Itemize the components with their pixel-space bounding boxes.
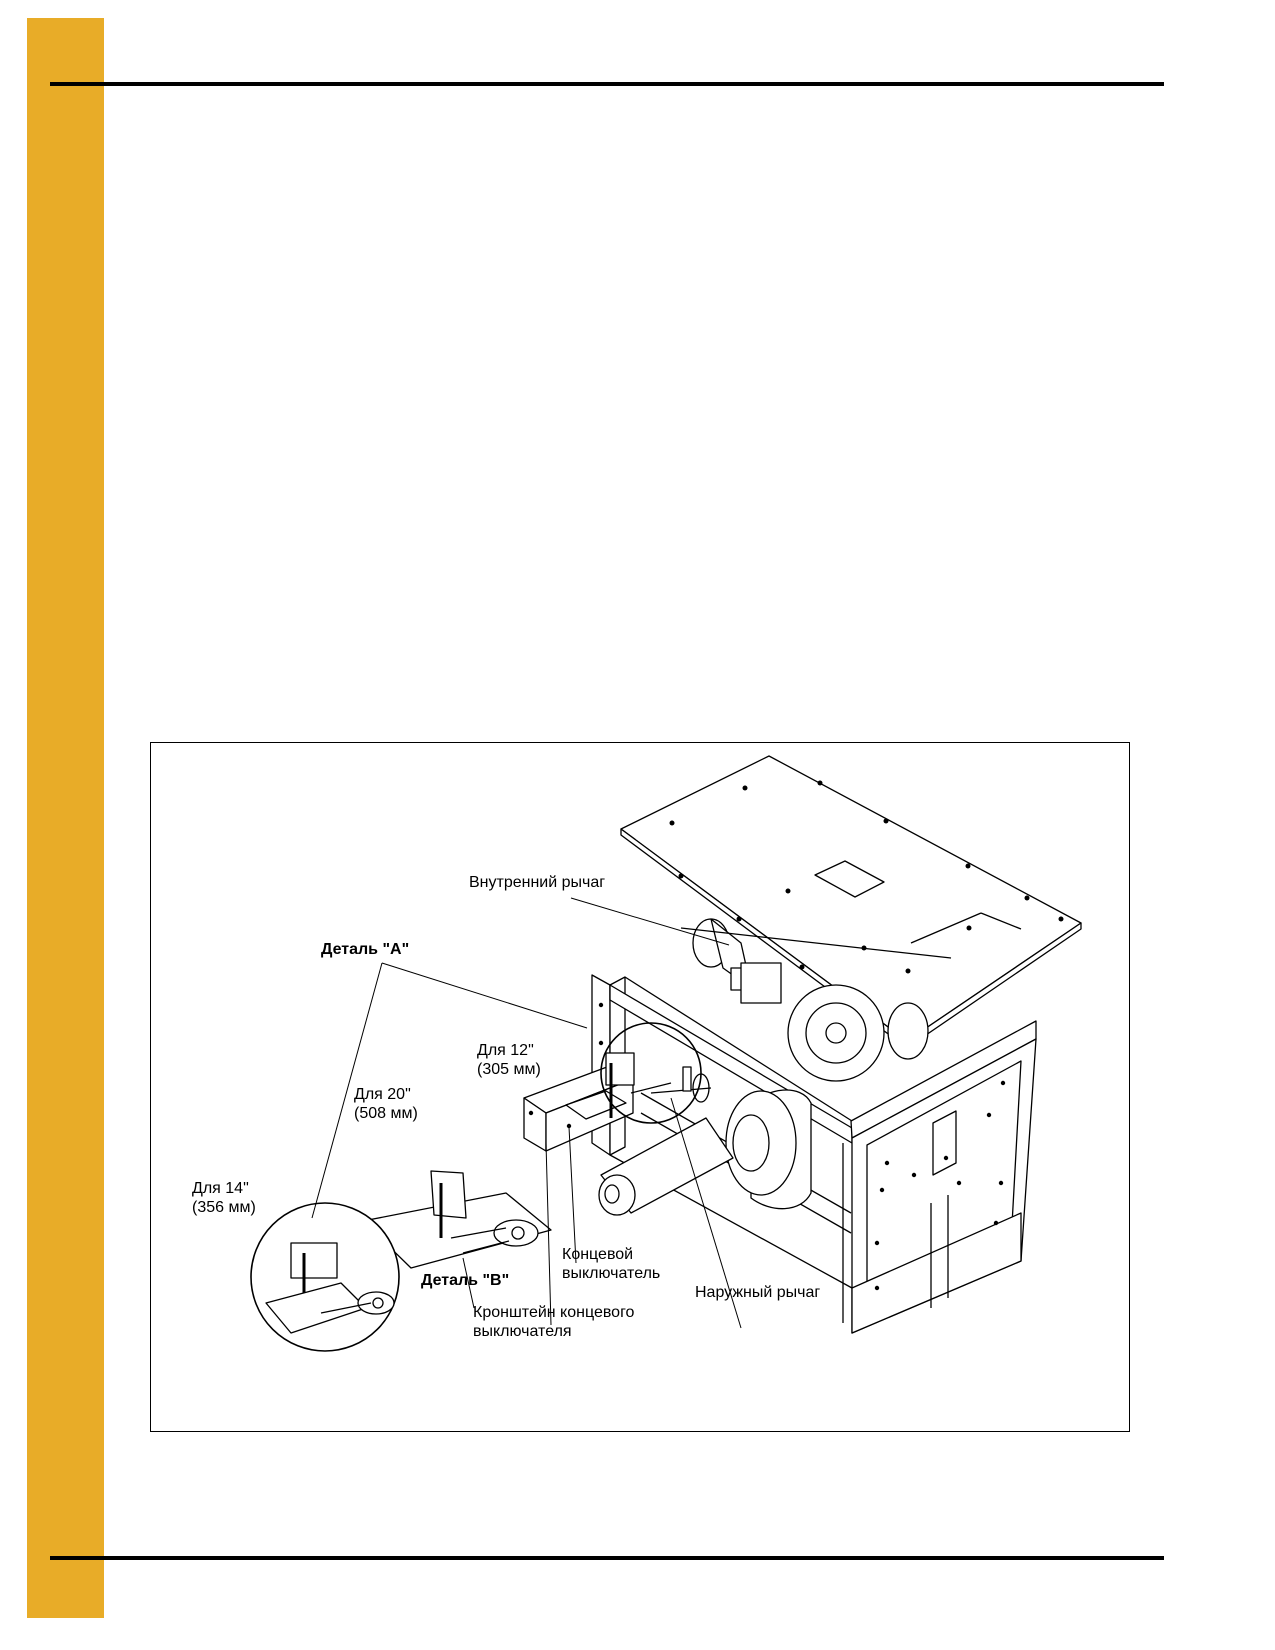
for-20-label: Для 20": [354, 1086, 411, 1103]
output-shaft: [598, 1066, 812, 1216]
limit-switch-label-line1: Концевой: [562, 1246, 634, 1263]
for-12-mm-label: (305 мм): [477, 1061, 541, 1078]
bracket-label-line1: Кронштейн концевого: [473, 1304, 635, 1321]
header-rule: [50, 82, 1164, 86]
bracket-label-line2: выключателя: [473, 1323, 572, 1340]
for-12-label: Для 12": [477, 1042, 534, 1059]
side-color-band: [27, 18, 104, 1618]
limit-switch-label-line2: выключатель: [562, 1265, 661, 1282]
gearbox-drawing: [250, 755, 1082, 1352]
figure-frame: Внутренний рычаг Деталь "A" Для 12" (305…: [150, 742, 1130, 1432]
detail-b-label: Деталь "B": [421, 1272, 510, 1289]
detail-b-drawing: [362, 1170, 552, 1269]
for-20-mm-label: (508 мм): [354, 1105, 418, 1122]
for-14-label: Для 14": [192, 1180, 249, 1197]
leader-lines: [311, 897, 742, 1329]
footer-rule: [50, 1556, 1164, 1560]
limit-switch-assembly: [523, 1022, 702, 1152]
detail-a-label: Деталь "A": [321, 941, 410, 958]
internal-gear: [680, 918, 952, 1082]
inner-lever-label: Внутренний рычаг: [469, 874, 606, 891]
for-14-mm-label: (356 мм): [192, 1199, 256, 1216]
detail-14-circle: [250, 1202, 400, 1352]
outer-lever-label: Наружный рычаг: [695, 1284, 821, 1301]
